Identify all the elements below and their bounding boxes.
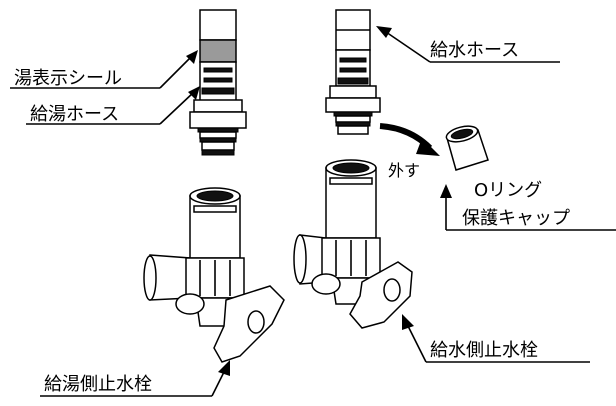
hot-water-hose bbox=[189, 9, 247, 156]
label-hot-water-seal: 湯表示シール bbox=[14, 68, 122, 89]
label-protective-cap: 保護キャップ bbox=[462, 208, 570, 229]
label-o-ring: Oリング bbox=[474, 180, 542, 201]
remove-arrow bbox=[379, 123, 440, 156]
cold-water-hose bbox=[325, 9, 381, 135]
cold-valve-handle bbox=[349, 261, 413, 329]
label-hot-stop-valve: 給湯側止水栓 bbox=[44, 374, 152, 395]
label-remove: 外す bbox=[388, 161, 420, 180]
leader-hot-water-hose bbox=[26, 86, 200, 125]
cold-water-stop-valve bbox=[293, 159, 413, 329]
hot-water-stop-valve bbox=[143, 187, 285, 363]
hot-water-seal-band bbox=[199, 39, 237, 63]
label-cold-stop-valve: 給水側止水栓 bbox=[430, 340, 538, 361]
leader-cold-water-hose bbox=[376, 26, 560, 63]
o-ring-protective-cap bbox=[445, 125, 489, 171]
leader-cold-stop-valve bbox=[402, 314, 590, 363]
leader-hot-stop-valve bbox=[40, 360, 230, 397]
leader-o-ring-cap bbox=[440, 184, 616, 231]
label-hot-water-hose: 給湯ホース bbox=[30, 104, 119, 125]
leader-hot-water-seal bbox=[10, 50, 198, 89]
label-cold-water-hose: 給水ホース bbox=[430, 40, 519, 61]
